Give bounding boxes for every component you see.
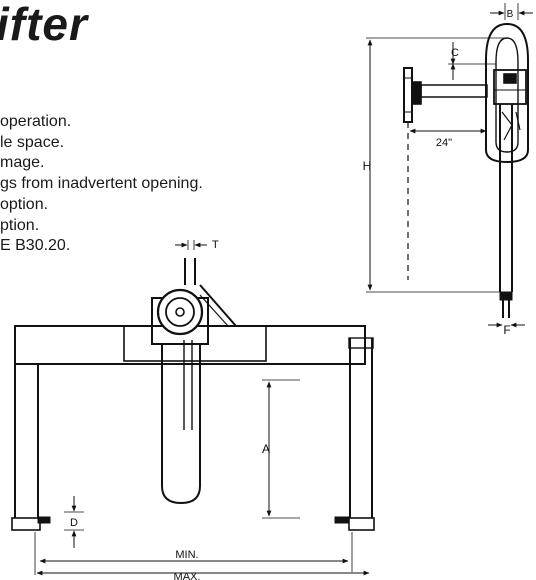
side-view-drawing: [366, 3, 533, 328]
feature-item: ption.: [0, 216, 40, 234]
feature-item: mage.: [0, 154, 45, 172]
dim-label-a: A: [262, 442, 270, 456]
dim-label-b: B: [507, 9, 514, 20]
dim-label-f: F: [503, 323, 510, 337]
feature-item: E B30.20.: [0, 237, 71, 255]
dim-label-min: MIN.: [175, 549, 198, 561]
dim-label-t: T: [212, 239, 219, 251]
dim-label-c: C: [451, 47, 459, 59]
dim-label-max: MAX.: [174, 571, 201, 580]
front-view-drawing: [11, 240, 375, 576]
dim-label-d: D: [70, 517, 78, 529]
feature-item: gs from inadvertent opening.: [0, 175, 203, 193]
page-title: ifter: [0, 0, 88, 50]
feature-item: operation.: [0, 113, 72, 130]
dim-label-h: H: [363, 159, 372, 173]
dim-label-length: 24": [436, 137, 452, 149]
feature-item: le space.: [0, 133, 65, 151]
feature-list: operation. le space. mage. gs from inadv…: [0, 112, 203, 257]
feature-item: option.: [0, 195, 49, 213]
